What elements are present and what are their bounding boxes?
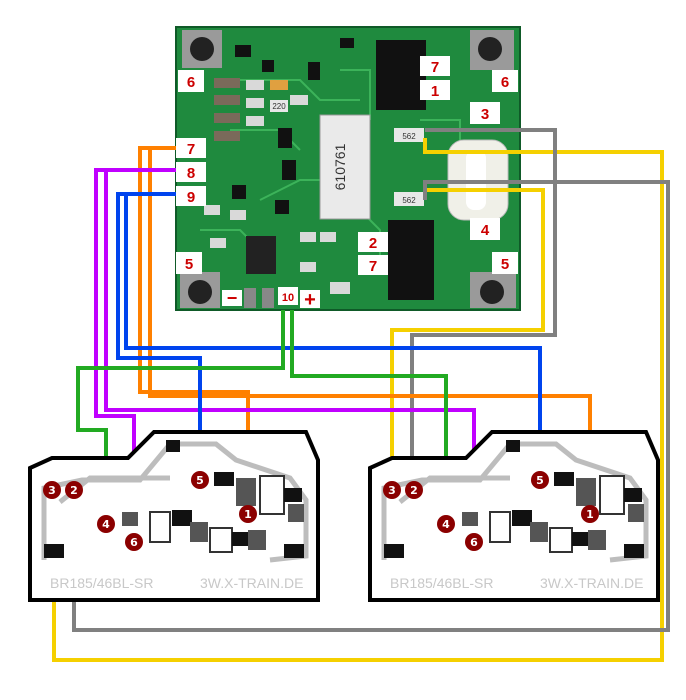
- svg-text:5: 5: [196, 474, 204, 487]
- svg-text:2: 2: [410, 484, 418, 497]
- svg-text:1: 1: [244, 508, 252, 521]
- pad-label-2-mid: 2: [358, 232, 388, 252]
- pad-label-7-top: 7: [420, 56, 450, 76]
- svg-text:9: 9: [187, 189, 195, 206]
- svg-text:1: 1: [431, 83, 439, 100]
- svg-text:6: 6: [501, 74, 509, 91]
- svg-text:2: 2: [70, 484, 78, 497]
- light-board-right: BR185/46BL-SR 3W.X-TRAIN.DE 3 2 5 1 4 6: [368, 430, 660, 602]
- svg-text:7: 7: [369, 258, 377, 275]
- board-left-pin-3: 3: [43, 481, 61, 499]
- board-right-model-text: BR185/46BL-SR: [390, 575, 494, 591]
- chip-label-562-a: 562: [402, 132, 416, 141]
- board-left-components: [44, 440, 304, 558]
- board-right-pin-4: 4: [437, 515, 455, 533]
- svg-text:7: 7: [187, 141, 195, 158]
- light-board-left: BR185/46BL-SR 3W.X-TRAIN.DE 3 2 5 1 4 6: [28, 430, 320, 602]
- smd-components: [204, 38, 509, 308]
- svg-text:4: 4: [481, 222, 490, 239]
- pad-label-left-8: 8: [176, 162, 206, 182]
- board-right-pin-2: 2: [405, 481, 423, 499]
- svg-text:8: 8: [187, 165, 195, 182]
- pad-label-top-left-6: 6: [178, 70, 204, 92]
- mounting-hole-top-left: [182, 30, 222, 68]
- board-left-pin-4: 4: [97, 515, 115, 533]
- mounting-hole-top-right: [470, 30, 514, 70]
- pad-label-5-left: 5: [176, 252, 202, 274]
- board-right-brand-text: 3W.X-TRAIN.DE: [540, 575, 643, 591]
- board-left-brand-text: 3W.X-TRAIN.DE: [200, 575, 303, 591]
- wire-green-b: [290, 310, 448, 522]
- wire-yellow-b: [390, 188, 545, 490]
- board-right-pin-6: 6: [465, 533, 483, 551]
- svg-text:4: 4: [442, 518, 450, 531]
- svg-text:6: 6: [130, 536, 138, 549]
- pad-label-plus: +: [300, 289, 320, 311]
- board-right-pin-3: 3: [383, 481, 401, 499]
- svg-text:5: 5: [185, 256, 193, 273]
- board-left-pin-6: 6: [125, 533, 143, 551]
- pad-label-10: 10: [278, 287, 298, 305]
- board-left-pin-1: 1: [239, 505, 257, 523]
- wire-blue: [116, 192, 202, 478]
- board-right-pin-1: 1: [581, 505, 599, 523]
- board-left-pin-2: 2: [65, 481, 83, 499]
- pad-label-top-right-6: 6: [492, 70, 518, 92]
- svg-text:2: 2: [369, 235, 377, 252]
- wire-gray-b: [72, 180, 670, 632]
- board-right-components: [384, 440, 644, 558]
- mounting-hole-bottom-left: [180, 272, 220, 308]
- svg-text:6: 6: [187, 74, 195, 91]
- svg-text:1: 1: [586, 508, 594, 521]
- svg-text:3: 3: [388, 484, 396, 497]
- board-left-pin-5: 5: [191, 471, 209, 489]
- pad-label-3: 3: [470, 102, 500, 124]
- board-left-model-text: BR185/46BL-SR: [50, 575, 154, 591]
- wire-yellow: [52, 138, 664, 662]
- board-right-pin-5: 5: [531, 471, 549, 489]
- svg-text:7: 7: [431, 59, 439, 76]
- chip-label-562-b: 562: [402, 196, 416, 205]
- wire-gray: [410, 128, 557, 490]
- wire-green: [76, 310, 285, 522]
- chip-label-main: 610761: [332, 143, 348, 190]
- pad-label-4: 4: [470, 218, 500, 240]
- pad-label-1-top: 1: [420, 80, 450, 100]
- pad-label-minus: −: [222, 288, 242, 308]
- svg-text:6: 6: [470, 536, 478, 549]
- svg-text:5: 5: [501, 256, 509, 273]
- chip-label-220: 220: [272, 102, 286, 111]
- svg-text:3: 3: [48, 484, 56, 497]
- svg-text:4: 4: [102, 518, 110, 531]
- wire-blue-b: [124, 194, 542, 478]
- mounting-hole-bottom-right: [470, 272, 516, 308]
- svg-text:10: 10: [282, 292, 294, 304]
- pad-label-left-9: 9: [176, 186, 206, 206]
- svg-text:+: +: [304, 289, 316, 311]
- pad-label-7-mid: 7: [358, 255, 388, 275]
- pad-label-left-7: 7: [176, 138, 206, 158]
- svg-text:3: 3: [481, 106, 489, 123]
- pad-label-5-right: 5: [492, 252, 518, 274]
- decoder-board: 610761 562 562 220 6 6 7 1 3 4: [175, 26, 521, 311]
- svg-text:5: 5: [536, 474, 544, 487]
- svg-text:−: −: [227, 288, 238, 308]
